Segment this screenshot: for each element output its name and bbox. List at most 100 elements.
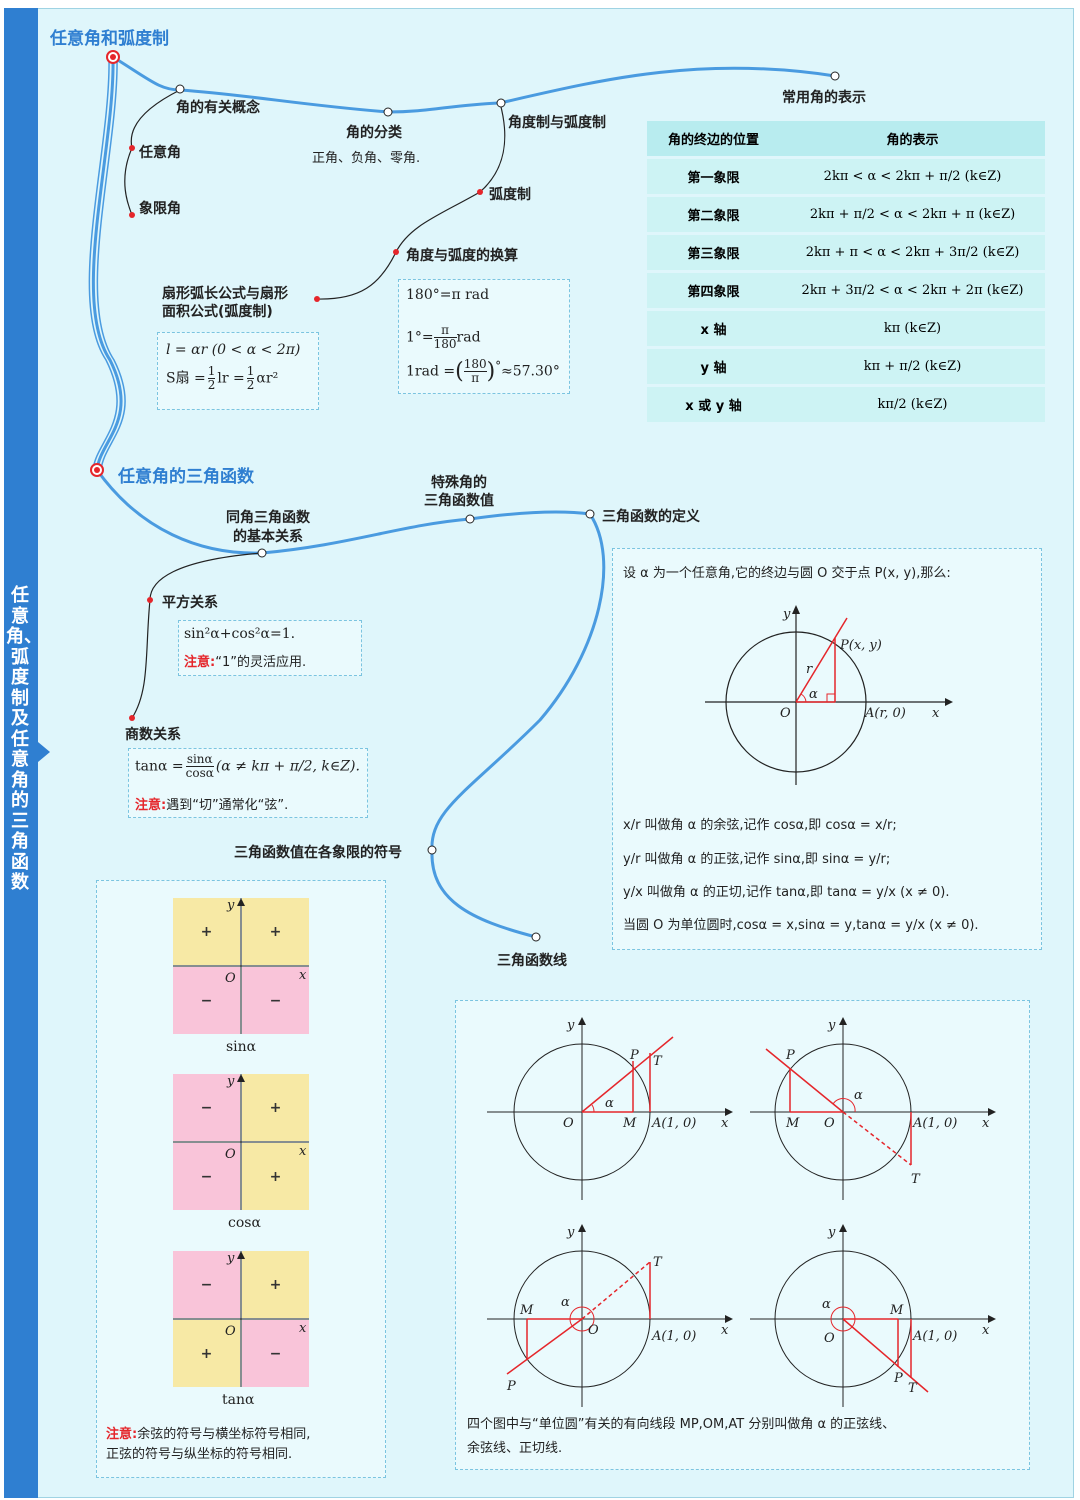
label-x: x	[932, 706, 940, 721]
definition-intro: 设 α 为一个任意角,它的终边与圆 O 交于点 P(x, y),那么:	[623, 566, 951, 581]
node-classification-detail: 正角、负角、零角.	[312, 151, 421, 166]
label-A: A(r, 0)	[864, 706, 906, 721]
node-radian: 弧度制	[489, 187, 531, 203]
node-quadrant-angle: 象限角	[139, 201, 181, 217]
label-A: A(1, 0)	[651, 1116, 696, 1131]
quadrant-1: +	[242, 1074, 309, 1141]
definition-sin: y/r 叫做角 α 的正弦,记作 sinα,即 sinα = y/r;	[623, 852, 891, 867]
square-box	[178, 620, 362, 676]
label-y: y	[827, 1225, 836, 1240]
sin-caption: sinα	[226, 1039, 257, 1055]
trig-lines-box	[455, 1000, 1030, 1470]
label-y: y	[226, 1251, 235, 1266]
table-cell: 2kπ < α < 2kπ + π/2 (k∈Z)	[780, 159, 1045, 194]
definition-tan: y/x 叫做角 α 的正切,记作 tanα,即 tanα = y/x (x ≠ …	[623, 885, 950, 900]
definition-cos: x/r 叫做角 α 的余弦,记作 cosα,即 cosα = x/r;	[623, 818, 897, 833]
label-P: P(x, y)	[839, 638, 882, 653]
table-cell: 2kπ + π/2 < α < 2kπ + π (k∈Z)	[780, 197, 1045, 232]
signs-note-line1: 注意:余弦的符号与横坐标符号相同,	[106, 1427, 311, 1442]
label-x: x	[721, 1116, 729, 1131]
node-quotient-relation: 商数关系	[125, 727, 181, 743]
table-cell: kπ (k∈Z)	[780, 311, 1045, 346]
node-signs: 三角函数值在各象限的符号	[234, 845, 402, 861]
label-alpha: α	[809, 687, 818, 702]
label-x: x	[982, 1116, 990, 1131]
node-dots	[90, 50, 840, 942]
node-sector-line1: 扇形弧长公式与扇形	[162, 286, 288, 302]
quadrant-2: −	[173, 1074, 240, 1141]
conversion-box	[398, 279, 570, 394]
node-square-relation: 平方关系	[162, 595, 218, 611]
quadrant-4: −	[242, 1320, 309, 1387]
section-title-trig: 任意角的三角函数	[118, 467, 254, 487]
label-M: M	[622, 1116, 637, 1131]
label-T: T	[653, 1054, 663, 1069]
quadrant-4: −	[242, 967, 309, 1034]
quadrant-1: +	[242, 1251, 309, 1318]
table-header-row: 角的终边的位置 角的表示	[647, 121, 1045, 156]
definition-circle-diagram: P(x, y) A(r, 0) O r α x y	[705, 605, 953, 785]
table-header: 角的终边的位置	[647, 121, 780, 156]
node-classification: 角的分类	[346, 125, 402, 141]
label-O: O	[588, 1323, 599, 1338]
table-cell: x 轴	[647, 311, 780, 346]
trig-line-diagram-q4: O M P T A(1, 0) α x y	[750, 1224, 996, 1407]
quadrant-4: +	[242, 1143, 309, 1210]
node-special-line1: 特殊角的	[431, 475, 487, 491]
label-P: P	[785, 1048, 795, 1063]
formula-180deg: 180°=π rad	[406, 287, 490, 303]
node-common-angles: 常用角的表示	[782, 90, 866, 106]
section-title-angles: 任意角和弧度制	[50, 29, 169, 49]
curve-sub1	[95, 468, 592, 555]
label-M: M	[519, 1303, 534, 1318]
curve-left-trunk2	[88, 56, 118, 471]
quadrant-1: +	[242, 898, 309, 965]
table-cell: 2kπ + 3π/2 < α < 2kπ + 2π (k∈Z)	[780, 273, 1045, 308]
curve-left-trunk3	[96, 56, 126, 471]
quadrant-2: −	[173, 1251, 240, 1318]
label-T: T	[653, 1255, 663, 1270]
label-O: O	[824, 1331, 835, 1346]
label-x: x	[721, 1323, 729, 1338]
label-P: P	[629, 1048, 639, 1063]
table-cell: kπ/2 (k∈Z)	[780, 387, 1045, 422]
label-A: A(1, 0)	[912, 1329, 957, 1344]
node-arbitrary-angle: 任意角	[139, 145, 181, 161]
label-alpha: α	[822, 1297, 831, 1312]
table-cell: 第二象限	[647, 197, 780, 232]
sidebar-arrow	[38, 742, 50, 762]
table-cell: 2kπ + π < α < 2kπ + 3π/2 (k∈Z)	[780, 235, 1045, 270]
label-r: r	[806, 662, 813, 677]
label-T: T	[911, 1172, 921, 1187]
node-conversion: 角度与弧度的换算	[406, 248, 518, 264]
quadrant-3: +	[173, 1320, 240, 1387]
label-O: O	[780, 706, 791, 721]
curve-left-trunk	[91, 55, 123, 472]
node-definition: 三角函数的定义	[602, 509, 700, 525]
formula-arc-length: l = αr (0 < α < 2π)	[166, 342, 301, 358]
tan-caption: tanα	[222, 1392, 255, 1408]
quotient-box	[128, 748, 368, 818]
label-x: x	[299, 968, 307, 983]
trig-line-diagram-q2: O M P T A(1, 0) α x y	[750, 1017, 996, 1200]
quadrant-3: −	[173, 1143, 240, 1210]
label-O: O	[225, 971, 236, 986]
definition-box	[612, 548, 1042, 950]
label-y: y	[782, 607, 791, 622]
table-header: 角的表示	[780, 121, 1045, 156]
label-y: y	[566, 1018, 575, 1033]
quadrant-2: +	[173, 898, 240, 965]
label-O: O	[824, 1116, 835, 1131]
label-A: A(1, 0)	[912, 1116, 957, 1131]
